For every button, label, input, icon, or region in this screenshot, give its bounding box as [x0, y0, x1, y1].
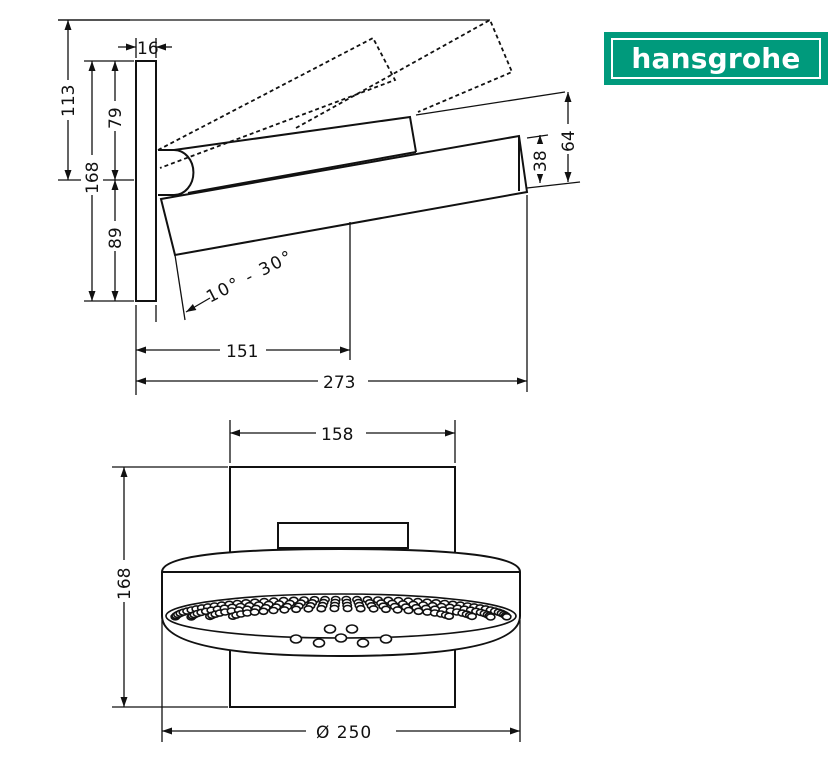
dim-plate-height-front: 168	[113, 467, 135, 707]
dim-head-height-label: 64	[559, 130, 579, 152]
spray-nozzle	[323, 624, 337, 634]
dim-top-to-axis: 113	[57, 20, 79, 180]
spray-nozzle	[334, 633, 348, 643]
spray-nozzle	[249, 608, 260, 616]
spray-nozzle	[485, 613, 496, 621]
spray-nozzle	[444, 612, 455, 621]
spray-nozzle	[312, 638, 326, 648]
dim-head-height: 38 64	[530, 92, 579, 183]
logo-text: hansgrohe	[631, 41, 801, 75]
shower-head-side	[159, 134, 529, 257]
dim-total-projection-label: 273	[323, 373, 355, 393]
dim-plate-height-side: 168	[81, 61, 103, 301]
spray-nozzle	[279, 606, 290, 614]
spray-nozzle	[268, 606, 279, 615]
front-view: 158 168 Ø 250	[112, 420, 521, 743]
dim-plate-height-side-label: 168	[83, 162, 103, 194]
spray-nozzle	[413, 607, 424, 616]
dim-wall-thickness: 16	[118, 39, 172, 59]
spray-nozzle	[380, 605, 391, 614]
tilt-range-outline	[58, 18, 514, 169]
dim-plate-top-label: 79	[106, 107, 126, 129]
angle-range-label: 10° - 30°	[203, 246, 297, 307]
dim-plate-height-front-label: 168	[115, 568, 135, 600]
dim-head-diameter-label: Ø 250	[316, 723, 372, 743]
wall-plate-side	[135, 60, 157, 302]
spray-nozzle	[258, 607, 269, 616]
spray-nozzle	[466, 612, 477, 621]
spray-nozzle	[303, 605, 314, 613]
dim-wall-thickness-label: 16	[137, 39, 159, 59]
shower-arm-side	[158, 115, 417, 196]
spray-nozzle	[356, 638, 370, 648]
angle-annotation: 10° - 30°	[185, 246, 297, 313]
spray-nozzle	[291, 605, 302, 614]
hansgrohe-logo: hansgrohe	[604, 32, 828, 85]
spray-nozzle	[316, 604, 327, 613]
dim-arm-reach: 151	[136, 340, 350, 362]
dim-total-projection: 273	[136, 371, 527, 393]
arm-connector-front	[277, 522, 409, 549]
spray-nozzle	[329, 604, 340, 613]
spray-nozzles	[170, 595, 512, 648]
dim-plate-split: 79 89	[104, 61, 126, 301]
side-view: 16 113 168 79 89	[57, 18, 581, 395]
spray-nozzle	[392, 606, 403, 614]
spray-nozzle	[501, 612, 512, 621]
spray-nozzle	[289, 634, 303, 644]
dim-arm-reach-label: 151	[226, 342, 258, 362]
dim-plate-bottom-label: 89	[106, 227, 126, 249]
dim-plate-width: 158	[230, 423, 455, 445]
dim-head-rim-label: 38	[531, 150, 551, 172]
spray-nozzle	[368, 605, 379, 613]
dim-top-to-axis-label: 113	[59, 85, 79, 117]
front-extension-lines	[112, 420, 521, 742]
logo-frame: hansgrohe	[611, 38, 821, 79]
spray-nozzle	[345, 624, 359, 634]
spray-nozzle	[379, 634, 393, 644]
dim-plate-width-label: 158	[321, 425, 353, 445]
spray-nozzle	[342, 604, 353, 613]
spray-nozzle	[355, 604, 366, 613]
dim-head-diameter: Ø 250	[162, 721, 520, 743]
shower-head-front	[161, 522, 521, 658]
spray-nozzle	[403, 606, 414, 615]
